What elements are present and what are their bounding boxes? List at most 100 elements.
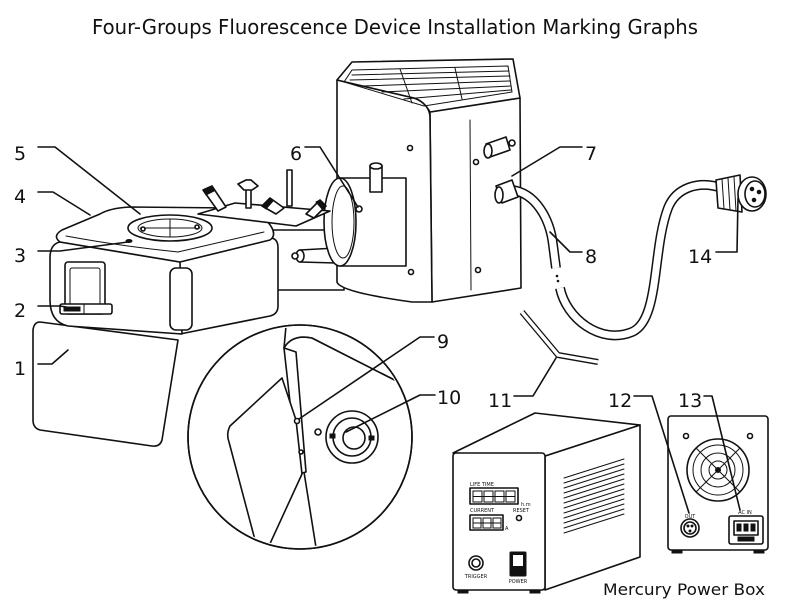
cable-connector [715, 174, 767, 213]
screw [472, 158, 480, 166]
leader-line-10 [345, 394, 436, 433]
current-unit: A [505, 526, 509, 532]
callout-11: 11 [488, 357, 557, 412]
rear-screw [682, 432, 690, 440]
collar-knob [369, 165, 383, 193]
power-switch [509, 551, 527, 577]
detail-inset [187, 324, 413, 550]
callout-label-2: 2 [14, 300, 26, 322]
callout-label-7: 7 [585, 143, 597, 165]
housing-rim [65, 231, 265, 253]
reset-label: RESET [513, 508, 530, 514]
leader-line-11 [513, 357, 557, 397]
leader-line-4 [37, 191, 91, 216]
callout-2: 2 [14, 300, 79, 322]
inset-screw [293, 417, 301, 425]
callout-label-4: 4 [14, 186, 26, 208]
leader-line-13 [703, 395, 741, 511]
inset-screw [314, 428, 322, 436]
callout-14: 14 [688, 197, 739, 268]
current-label: CURRENT [470, 508, 495, 514]
ac-in-label: AC IN [738, 510, 752, 516]
leader-line-14 [715, 197, 739, 253]
cable-fitting [494, 179, 519, 204]
top-plate [125, 214, 213, 243]
side-panel-seam [469, 119, 472, 291]
callout-label-10: 10 [437, 387, 461, 409]
diagram-title: Four-Groups Fluorescence Device Installa… [92, 15, 698, 39]
screw [474, 266, 482, 274]
callout-label-9: 9 [437, 331, 449, 353]
tube-knob-tip [291, 252, 299, 260]
out-label: OUT [685, 514, 697, 520]
lamp-adjust-knob [483, 136, 516, 159]
callout-1: 1 [14, 349, 69, 380]
lamp-collar [323, 162, 407, 267]
callout-12: 12 [608, 390, 690, 514]
housing-right-face [177, 237, 279, 335]
vent-grille [343, 65, 513, 107]
callout-label-8: 8 [585, 246, 597, 268]
rear-foot [671, 549, 683, 554]
collar-screw [355, 205, 363, 213]
callout-label-1: 1 [14, 358, 26, 380]
callout-9: 9 [298, 331, 449, 420]
side-vents [563, 458, 625, 534]
leader-line-1 [37, 349, 69, 365]
cover-plate-body [32, 321, 179, 447]
power-box-front: LIFE TIME h.m CURRENT A RESET TRIGGER [452, 412, 641, 594]
front-cover-plate [32, 321, 179, 447]
callout-label-11: 11 [488, 390, 512, 412]
rear-screw [746, 432, 754, 440]
ac-in-socket [728, 515, 764, 545]
current-display [469, 514, 504, 531]
leader-line-6 [304, 146, 359, 208]
trigger-label: TRIGGER [464, 574, 488, 580]
leader-line-12 [633, 395, 690, 514]
reset-button [515, 514, 523, 522]
out-connector [680, 518, 700, 538]
callout-label-12: 12 [608, 390, 632, 412]
life-time-label: LIFE TIME [470, 482, 494, 488]
leader-line-2 [37, 305, 79, 310]
power-box-rear: OUT AC IN [667, 415, 769, 554]
callout-6: 6 [290, 143, 359, 208]
inset-filter-port [325, 410, 379, 464]
collar-face [323, 177, 357, 267]
rear-foot [753, 549, 765, 554]
callout-label-6: 6 [290, 143, 302, 165]
collar-ring [331, 185, 355, 259]
housing-side-bracket [169, 267, 193, 331]
callout-3: 3 [14, 241, 129, 267]
collar-knob-top [369, 162, 383, 170]
leader-line-3 [37, 241, 129, 252]
leader-line-7 [511, 146, 583, 177]
power-box-caption: Mercury Power Box [603, 580, 765, 599]
callout-13: 13 [678, 390, 741, 511]
callout-7: 7 [511, 143, 597, 177]
power-box-foot [457, 589, 469, 594]
life-time-display [469, 487, 519, 505]
hex-key [519, 310, 599, 365]
leader-line-9 [298, 336, 435, 420]
power-label: POWER [509, 579, 528, 585]
inset-screw [298, 449, 304, 455]
trigger-button [468, 555, 484, 571]
callout-8: 8 [549, 231, 597, 268]
slider [59, 303, 113, 315]
screw [407, 268, 415, 276]
callout-label-14: 14 [688, 246, 712, 268]
power-box-foot [529, 589, 541, 594]
filter-sliders [197, 169, 331, 227]
filter-housing [49, 169, 331, 335]
callout-label-3: 3 [14, 245, 26, 267]
callout-5: 5 [14, 143, 141, 215]
inset-border [187, 324, 413, 550]
callout-10: 10 [345, 387, 461, 433]
life-time-unit: h.m [521, 502, 531, 508]
leader-line-8 [549, 231, 583, 253]
lamp-cable [494, 179, 724, 341]
callout-label-13: 13 [678, 390, 702, 412]
callout-4: 4 [14, 186, 91, 216]
